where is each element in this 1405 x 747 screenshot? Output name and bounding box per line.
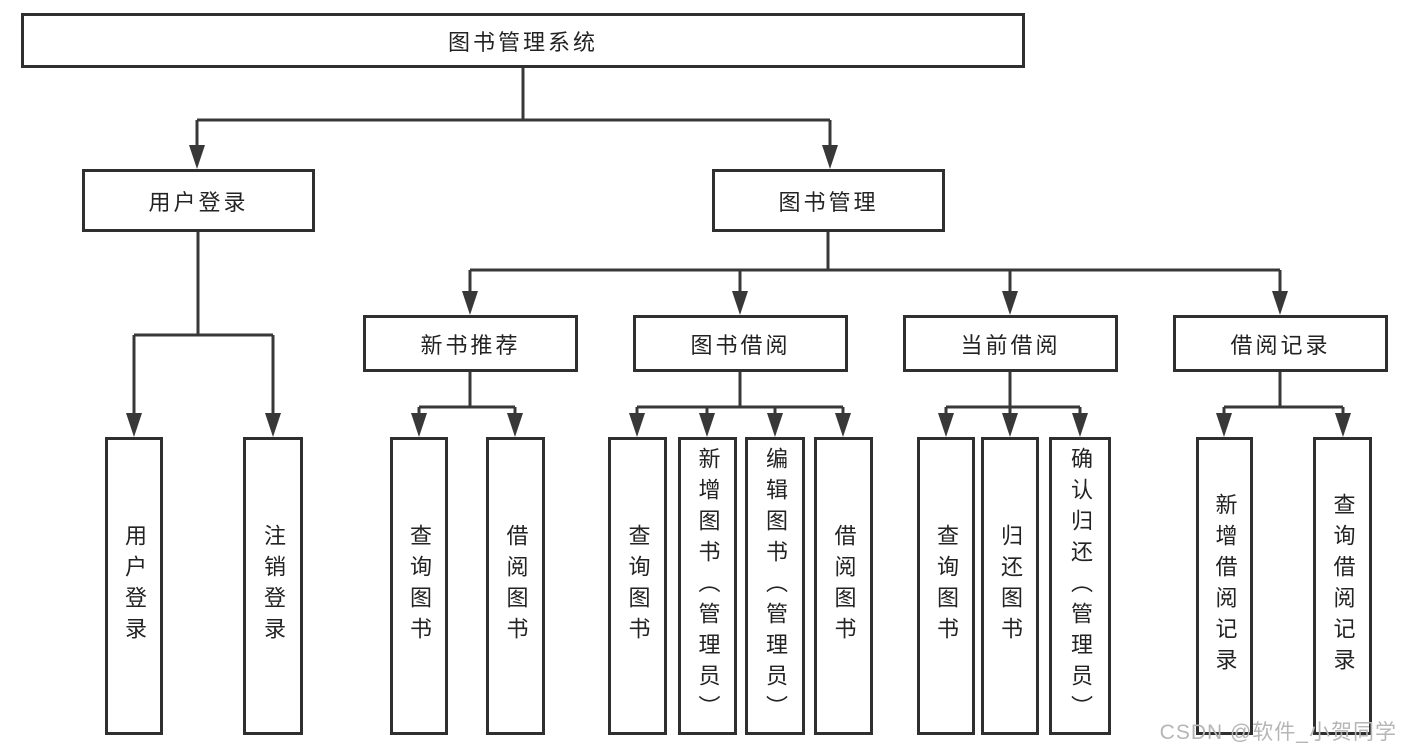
leaf-logout-label: 注销登录	[261, 524, 286, 648]
node-user-login-label: 用户登录	[148, 189, 249, 215]
leaf-borrow-query-books-label: 查询图书	[625, 524, 651, 648]
leaf-confirm-return-admin: 确认归还（管理员）	[1049, 437, 1111, 735]
leaf-confirm-return-admin-label: 确认归还（管理员）	[1068, 446, 1093, 726]
leaf-borrow-books: 借阅图书	[814, 437, 873, 735]
leaf-add-book-admin: 新增图书（管理员）	[678, 437, 737, 735]
node-borrow-records: 借阅记录	[1173, 315, 1388, 372]
leaf-recommend-borrow-books: 借阅图书	[486, 437, 545, 735]
node-borrow-records-label: 借阅记录	[1230, 332, 1331, 358]
leaf-user-login-label: 用户登录	[122, 524, 147, 648]
leaf-return-books-label: 归还图书	[998, 524, 1023, 648]
leaf-recommend-query-books: 查询图书	[390, 437, 448, 735]
node-current-borrow-label: 当前借阅	[960, 332, 1061, 358]
leaf-user-login: 用户登录	[105, 437, 163, 735]
node-current-borrow: 当前借阅	[903, 315, 1118, 372]
connector-path	[132, 68, 1345, 416]
node-book-management: 图书管理	[712, 169, 945, 232]
leaf-borrow-books-label: 借阅图书	[831, 524, 857, 648]
leaf-add-borrow-record: 新增借阅记录	[1196, 437, 1253, 735]
node-root-label: 图书管理系统	[447, 29, 598, 55]
node-new-book-recommend-label: 新书推荐	[420, 332, 521, 358]
node-book-management-label: 图书管理	[778, 189, 879, 215]
leaf-query-borrow-record-label: 查询借阅记录	[1330, 493, 1356, 679]
leaf-add-borrow-record-label: 新增借阅记录	[1212, 493, 1238, 679]
node-book-borrow: 图书借阅	[633, 315, 848, 372]
leaf-current-query-books-label: 查询图书	[934, 524, 959, 648]
leaf-current-query-books: 查询图书	[917, 437, 975, 735]
node-root: 图书管理系统	[21, 13, 1025, 68]
leaf-return-books: 归还图书	[981, 437, 1039, 735]
leaf-edit-book-admin: 编辑图书（管理员）	[745, 437, 805, 735]
node-user-login: 用户登录	[82, 169, 315, 232]
csdn-watermark: CSDN @软件_小贺同学	[1159, 721, 1397, 744]
node-new-book-recommend: 新书推荐	[363, 315, 578, 372]
leaf-add-book-admin-label: 新增图书（管理员）	[695, 446, 721, 726]
node-book-borrow-label: 图书借阅	[690, 332, 791, 358]
arrowhead-icons	[126, 145, 1351, 437]
leaf-logout: 注销登录	[243, 437, 303, 735]
leaf-recommend-borrow-books-label: 借阅图书	[503, 524, 529, 648]
leaf-edit-book-admin-label: 编辑图书（管理员）	[763, 446, 788, 726]
leaf-recommend-query-books-label: 查询图书	[407, 524, 432, 648]
leaf-borrow-query-books: 查询图书	[608, 437, 667, 735]
leaf-query-borrow-record: 查询借阅记录	[1313, 437, 1372, 735]
